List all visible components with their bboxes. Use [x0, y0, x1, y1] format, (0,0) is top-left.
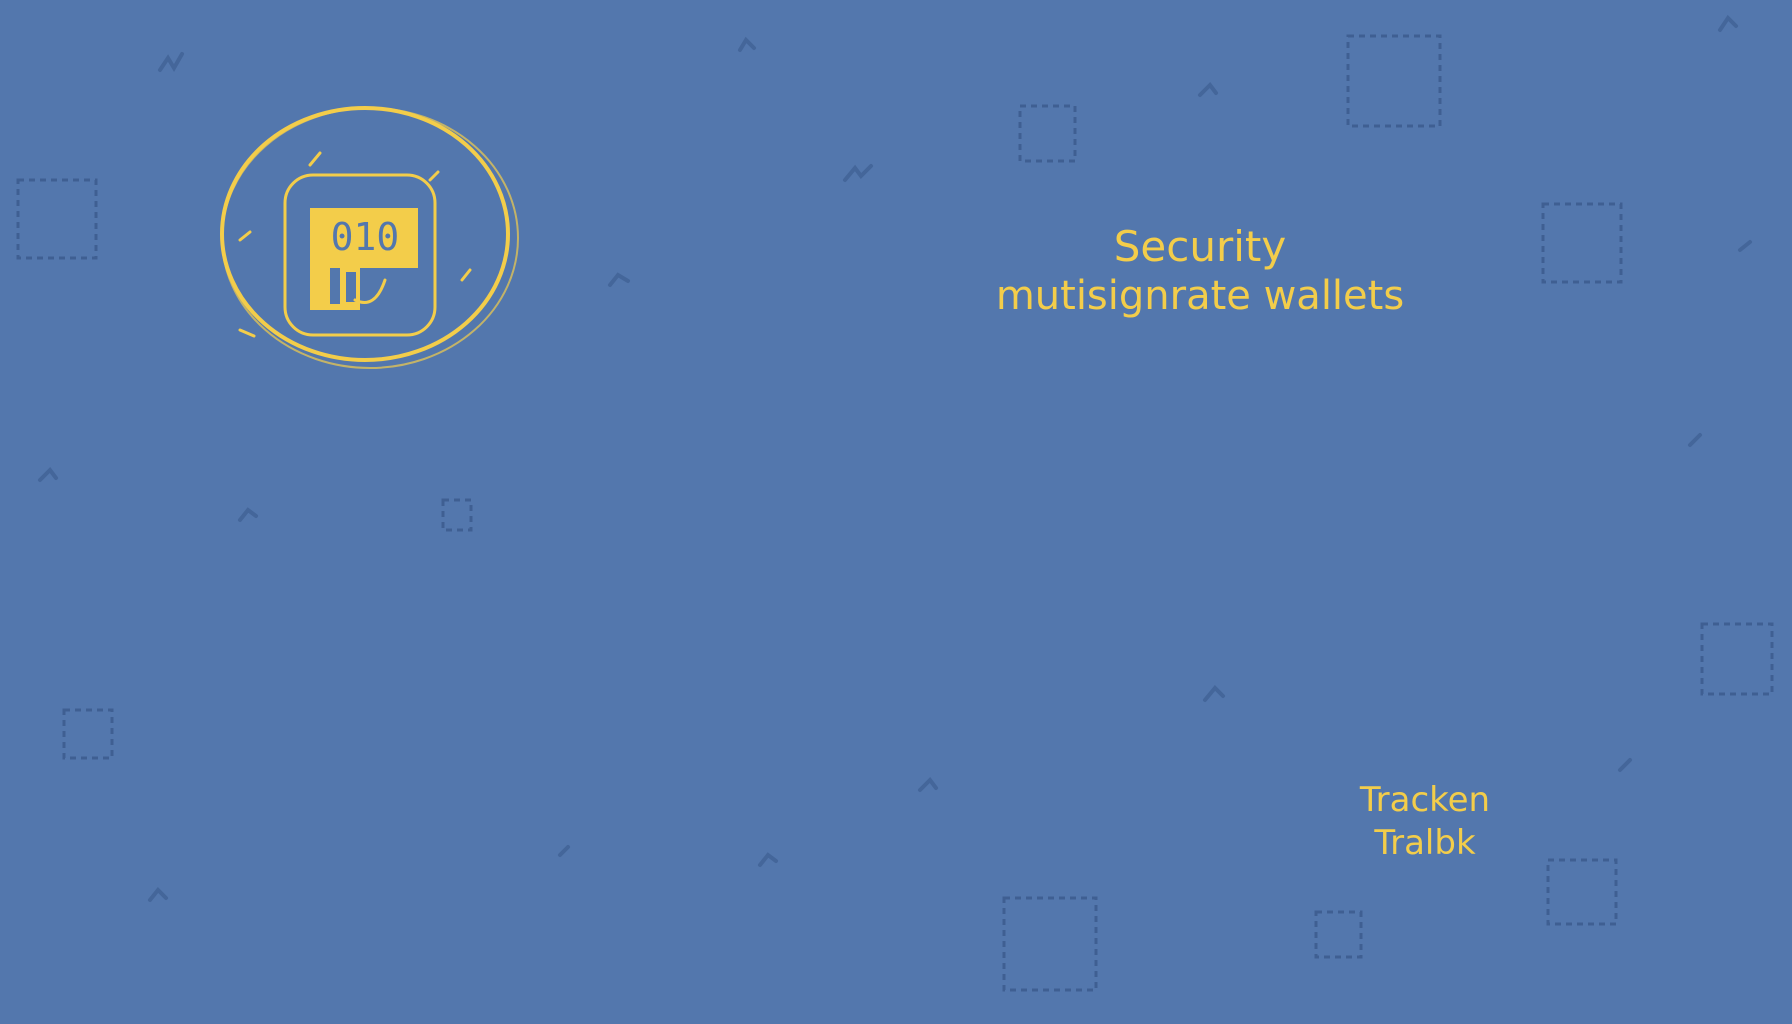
decor-square	[62, 708, 114, 760]
decor-square	[441, 498, 473, 532]
decor-square	[1018, 104, 1077, 163]
decor-square	[16, 178, 98, 260]
decor-square	[1700, 622, 1774, 696]
background-scribbles	[38, 14, 1752, 902]
output-label-line-2: Tralbk	[1374, 823, 1476, 863]
decor-square	[1541, 202, 1623, 284]
chip-text: 010	[330, 215, 400, 259]
background-decorations	[16, 34, 1774, 992]
chip-node	[220, 106, 519, 369]
title-line-2: mutisignrate wallets	[995, 273, 1405, 319]
decor-square	[1002, 896, 1098, 992]
title-line-1: Security	[1113, 222, 1287, 271]
chip-node-circle-outer	[221, 107, 519, 369]
decor-square	[1346, 34, 1442, 128]
output-label-line-1: Tracken	[1359, 780, 1491, 820]
chip-node-frame	[283, 173, 437, 337]
decor-square	[1314, 910, 1363, 959]
chip-icon	[310, 208, 418, 310]
decor-square	[1546, 858, 1618, 926]
